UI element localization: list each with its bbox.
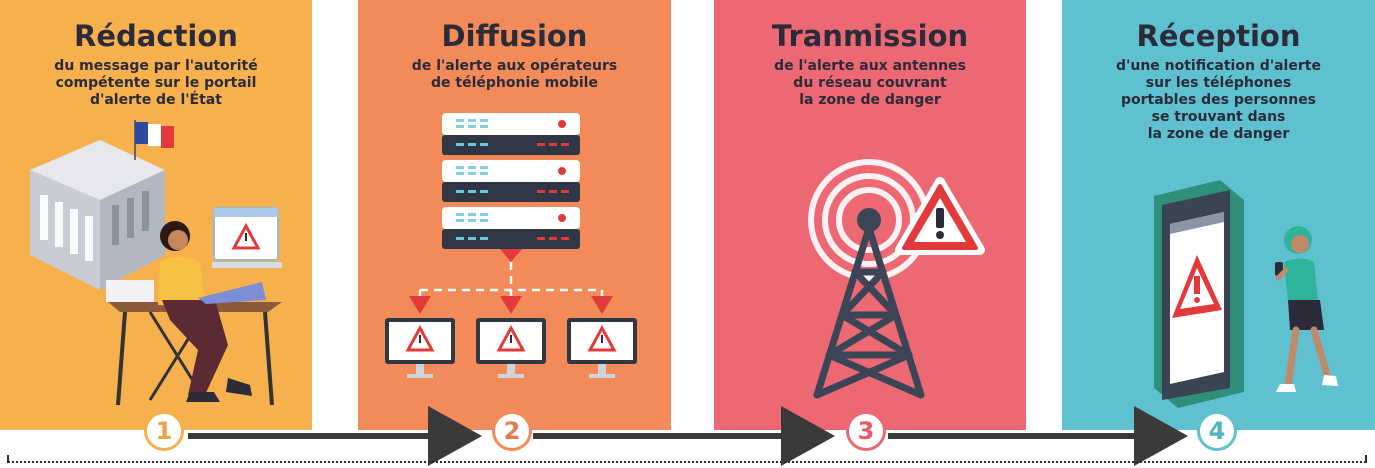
step-1-description: du message par l'autorité compétente sur…: [54, 58, 258, 108]
step-2-circle: 2: [492, 411, 532, 451]
arrow-1-to-2: [188, 406, 482, 466]
government-building-icon: [30, 120, 174, 290]
antenna-tower-icon: [808, 159, 930, 399]
arrow-2-to-3: [533, 406, 835, 466]
warning-triangle-icon: [895, 177, 985, 255]
step-3-title: Tranmission: [771, 19, 969, 53]
dotted-baseline: [8, 461, 1366, 463]
step-4-circle: 4: [1197, 411, 1237, 451]
step-4-title: Réception: [1136, 19, 1301, 53]
server-rack-icon: [442, 113, 580, 262]
panel-4-illustration: [1154, 180, 1338, 408]
step-3-description: de l'alerte aux antennes du réseau couvr…: [774, 58, 966, 108]
baseline-right-tick: [1365, 455, 1367, 463]
arrow-3-to-4: [888, 406, 1188, 466]
panel-1-illustration: [30, 120, 282, 406]
step-1-circle: 1: [144, 411, 184, 451]
panel-transmission: Tranmission de l'alerte aux antennes du …: [714, 0, 1026, 430]
step-3-circle: 3: [846, 411, 886, 451]
panel-redaction: Rédaction du message par l'autorité comp…: [0, 0, 312, 430]
monitor-alert-icon: [385, 296, 637, 378]
panel-reception: Réception d'une notification d'alerte su…: [1062, 0, 1375, 430]
panel-2-illustration: [385, 113, 637, 378]
woman-with-phone-icon: [1275, 226, 1338, 392]
panel-diffusion: Diffusion de l'alerte aux opérateurs de …: [358, 0, 671, 430]
step-1-title: Rédaction: [74, 19, 238, 53]
step-2-description: de l'alerte aux opérateurs de téléphonie…: [411, 58, 618, 91]
baseline-left-tick: [7, 455, 9, 463]
monitor-alert-icon: [212, 207, 282, 268]
step-4-description: d'une notification d'alerte sur les télé…: [1116, 58, 1321, 142]
step-2-title: Diffusion: [441, 19, 588, 53]
smartphone-alert-icon: [1154, 180, 1244, 408]
operator-woman-icon: [106, 221, 282, 406]
panel-3-illustration: [808, 159, 985, 399]
